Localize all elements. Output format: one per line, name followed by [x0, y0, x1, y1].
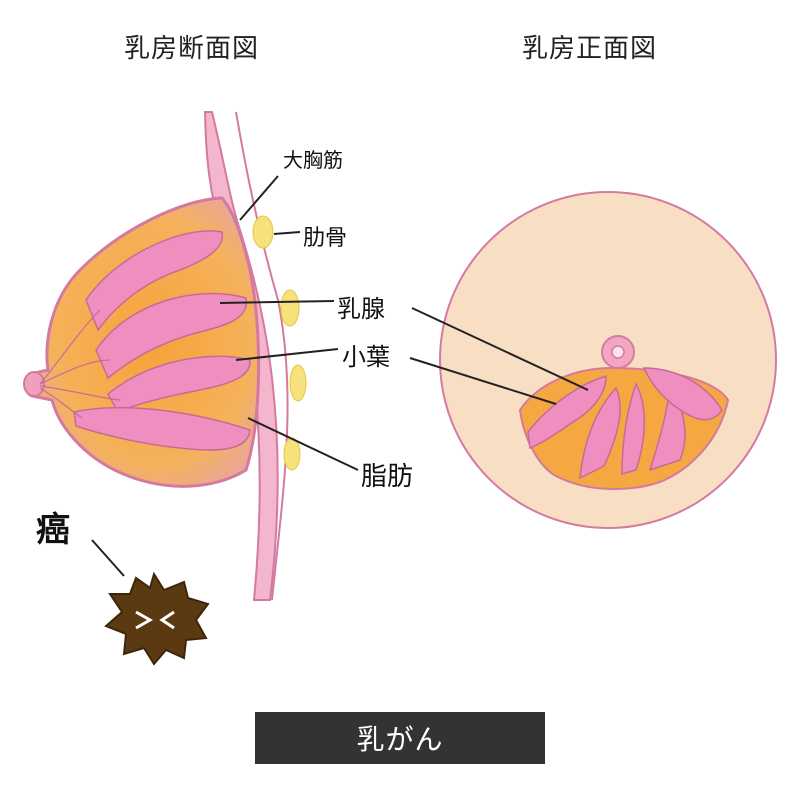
milk-ducts [39, 309, 121, 419]
caption-text: 乳がん [356, 723, 444, 756]
mammary-gland-label: 乳腺 [337, 295, 385, 323]
cancer-label: 癌 [36, 510, 70, 550]
leader-lines-left [91, 175, 359, 577]
lobule-label: 小葉 [342, 343, 390, 371]
mammary-lobes [73, 230, 251, 451]
cross-section-title: 乳房断面図 [124, 34, 260, 64]
chest-wall-line [235, 111, 289, 601]
nipple [23, 371, 45, 397]
rib-label: 肋骨 [303, 226, 348, 251]
cancer-tumor [104, 571, 210, 666]
fat-label: 脂肪 [361, 462, 414, 492]
leader-lines-right [409, 307, 589, 405]
front-view-title: 乳房正面図 [522, 34, 658, 64]
pectoral-muscle-label: 大胸筋 [283, 148, 343, 172]
tumor-detail [135, 610, 175, 630]
caption-bar: 乳がん [255, 712, 545, 764]
front-nipple [611, 345, 625, 359]
front-lobes [527, 367, 723, 480]
